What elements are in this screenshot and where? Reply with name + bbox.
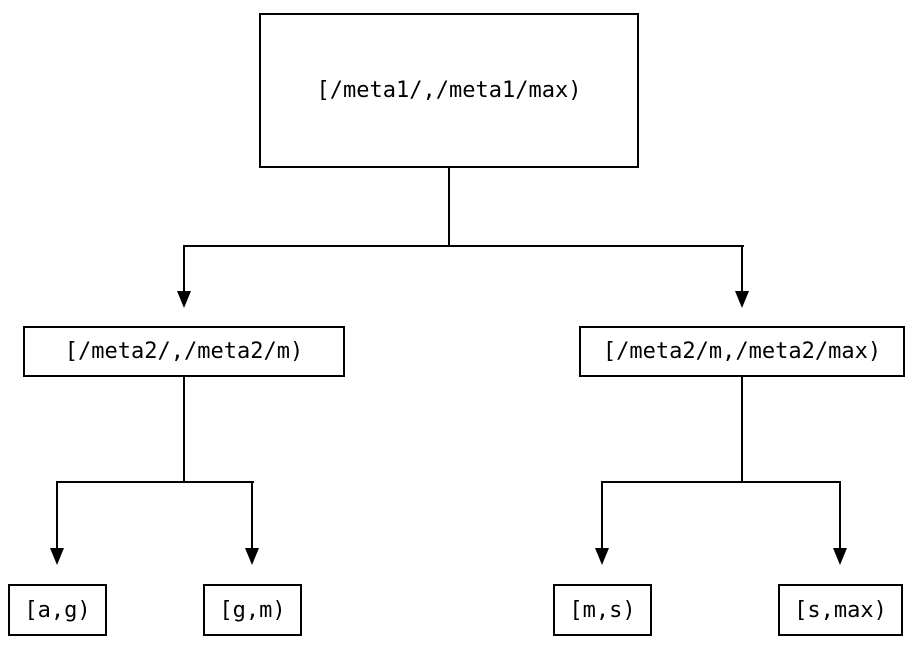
node-leaf-ms: [m,s) — [553, 584, 652, 636]
connector-level1-left-drop — [183, 245, 185, 291]
arrowhead-down-icon — [833, 548, 847, 565]
node-leaf-smax: [s,max) — [778, 584, 903, 636]
node-meta2-left: [/meta2/,/meta2/m) — [23, 326, 345, 377]
arrowhead-down-icon — [245, 548, 259, 565]
node-leaf-gm-label: [g,m) — [219, 597, 286, 623]
node-leaf-ag-label: [a,g) — [24, 597, 91, 623]
connector-right-branch-left-drop — [601, 481, 603, 548]
arrowhead-down-icon — [595, 548, 609, 565]
connector-level1-branch — [183, 245, 744, 247]
node-root: [/meta1/,/meta1/max) — [259, 13, 639, 168]
connector-right-stem — [741, 377, 743, 483]
node-meta2-right: [/meta2/m,/meta2/max) — [579, 326, 905, 377]
node-leaf-ag: [a,g) — [8, 584, 107, 636]
node-leaf-smax-label: [s,max) — [794, 597, 887, 623]
connector-left-branch — [56, 481, 254, 483]
arrowhead-down-icon — [177, 291, 191, 308]
connector-left-branch-right-drop — [251, 481, 253, 548]
connector-root-stem — [448, 168, 450, 247]
arrowhead-down-icon — [735, 291, 749, 308]
node-root-label: [/meta1/,/meta1/max) — [316, 78, 582, 103]
node-meta2-right-label: [/meta2/m,/meta2/max) — [602, 339, 882, 364]
connector-right-branch — [601, 481, 841, 483]
node-leaf-ms-label: [m,s) — [569, 597, 636, 623]
node-meta2-left-label: [/meta2/,/meta2/m) — [64, 339, 304, 364]
connector-left-branch-left-drop — [56, 481, 58, 548]
node-leaf-gm: [g,m) — [203, 584, 302, 636]
connector-left-stem — [183, 377, 185, 483]
arrowhead-down-icon — [50, 548, 64, 565]
connector-right-branch-right-drop — [839, 481, 841, 548]
connector-level1-right-drop — [741, 245, 743, 291]
